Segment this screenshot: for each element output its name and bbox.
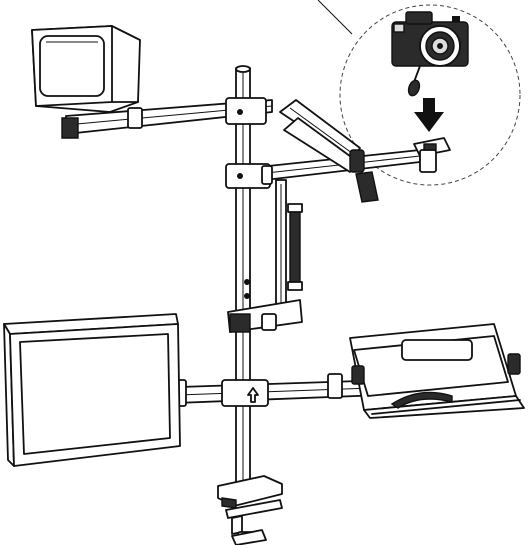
lower-left-monitor	[3, 313, 181, 467]
arrow-up-icon	[247, 387, 259, 403]
desk-clamp	[217, 475, 283, 545]
vertical-pole	[235, 65, 251, 499]
top-left-monitor-arm	[61, 97, 273, 139]
callout-leader-line	[317, 0, 353, 35]
callout-bubble	[317, 0, 521, 186]
camera-icon	[391, 11, 469, 97]
laptop-tray	[349, 323, 525, 419]
camera-gas-spring-arm	[279, 99, 379, 203]
middle-right-arm	[225, 149, 421, 189]
vertical-gas-spring	[275, 179, 303, 315]
top-left-monitor	[31, 25, 141, 113]
camera-mount-plate	[413, 137, 451, 173]
pole-collar-clamp	[227, 299, 303, 333]
arrow-down-icon	[414, 98, 444, 132]
